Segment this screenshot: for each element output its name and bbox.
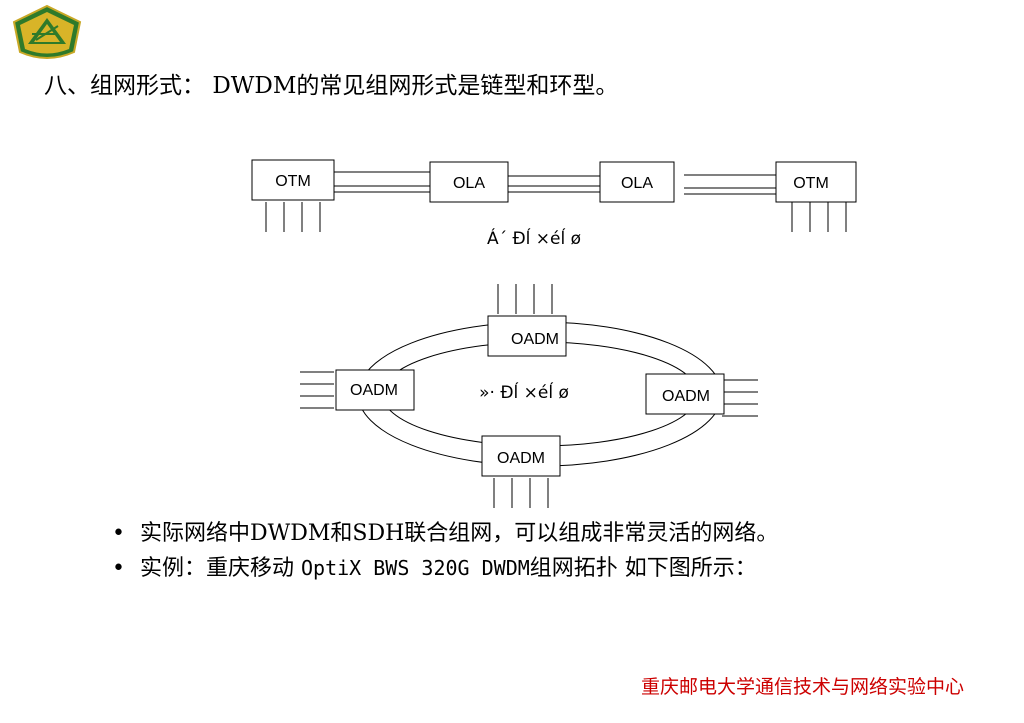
chain-node-ola-1: OLA [429,161,509,203]
bullet-marker: • [112,521,125,546]
title-prefix: 八、组网形式： [44,73,205,99]
chain-links [334,171,776,195]
bullet-list: • 实际网络中DWDM和SDH联合组网，可以组成非常灵活的网络。 • 实例：重庆移动… [112,516,778,586]
bullet-text-part2: OptiX BWS 320G DWDM [301,556,530,580]
node-label: OTM [275,173,311,190]
ring-node-oadm-top: OADM [487,315,567,357]
bullet-item: • 实际网络中DWDM和SDH联合组网，可以组成非常灵活的网络。 [112,516,778,551]
chain-node-ola-2: OLA [599,161,675,203]
page-title: 八、组网形式： DWDM的常见组网形式是链型和环型。 [44,66,618,100]
node-label: OLA [621,175,653,192]
university-logo-icon [12,4,82,59]
ring-caption: »· Ðĺ ×éĺ ø [479,381,569,403]
ring-node-oadm-bottom: OADM [481,435,561,477]
ring-tributaries [300,284,758,508]
chain-node-otm-right: OTM [775,161,857,203]
bullet-text-part1: 实例：重庆移动 [140,556,301,581]
node-label: OADM [662,388,710,405]
title-text: DWDM的常见组网形式是链型和环型。 [212,73,619,99]
node-label: OTM [793,175,829,192]
node-label: OADM [497,450,545,467]
chain-node-otm-left: OTM [251,159,335,201]
bullet-marker: • [112,556,125,581]
bullet-text: 实际网络中DWDM和SDH联合组网，可以组成非常灵活的网络。 [140,521,779,546]
node-label: OADM [511,331,559,348]
ring-node-oadm-right: OADM [645,373,725,415]
node-label: OADM [350,382,398,399]
chain-tributaries [265,202,847,232]
footer-org: 重庆邮电大学通信技术与网络实验中心 [640,676,964,698]
chain-caption: Á´ Ðĺ ×éĺ ø [487,227,581,249]
node-label: OLA [453,175,485,192]
bullet-item: • 实例：重庆移动 OptiX BWS 320G DWDM组网拓扑 如下图所示： [112,551,778,586]
bullet-text-part3: 组网拓扑 如下图所示： [529,556,757,581]
ring-node-oadm-left: OADM [335,369,415,411]
